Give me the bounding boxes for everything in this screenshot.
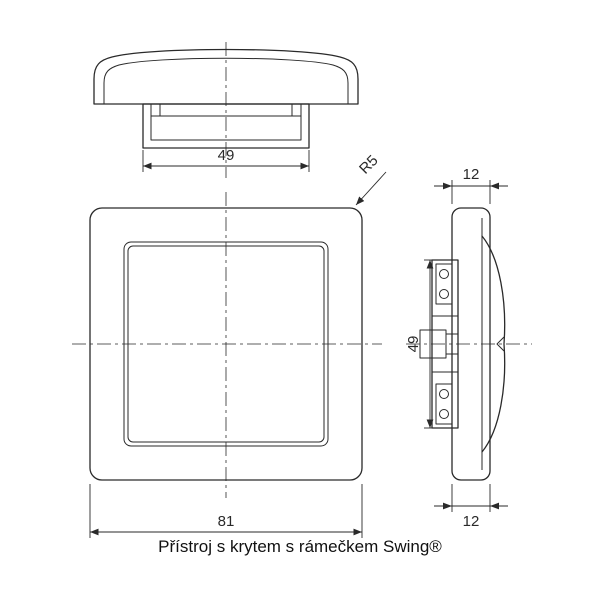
front-frame-opening	[123, 241, 329, 447]
dim-label-12-bottom: 12	[463, 513, 480, 530]
side-mount-box-inner	[445, 333, 459, 355]
terminal-claw	[439, 269, 449, 279]
top-view-mechanism-inner	[150, 104, 302, 141]
front-frame-outline	[89, 207, 363, 481]
radius-label: R5	[356, 152, 382, 178]
front-view-dim-81: 81	[89, 484, 363, 538]
dim-label-12-top: 12	[463, 166, 480, 183]
terminal-block-bottom	[435, 383, 453, 425]
dim-label-81: 81	[218, 513, 235, 530]
top-view-rocker-line	[103, 57, 349, 104]
side-rocker-split-line	[496, 336, 505, 352]
top-view-dim-49: 49	[142, 147, 310, 172]
top-view-frame-outline	[93, 48, 359, 105]
side-view-dim-12-top: 12	[434, 166, 508, 204]
terminal-claw	[439, 409, 449, 419]
top-view: 49	[93, 42, 359, 178]
radius-leader-line	[355, 171, 387, 206]
side-view-dim-49: 49	[405, 259, 438, 429]
dim-label-49-top: 49	[218, 147, 235, 164]
front-rocker-outline	[127, 245, 325, 443]
drawing-caption: Přístroj s krytem s rámečkem Swing®	[158, 537, 442, 556]
dim-arrow	[443, 502, 452, 510]
terminal-claw	[439, 389, 449, 399]
top-view-mechanism-outline	[142, 103, 310, 149]
radius-annotation: R5	[355, 152, 387, 206]
dim-label-49-side: 49	[405, 336, 422, 353]
terminal-claw	[439, 289, 449, 299]
dim-arrow	[490, 502, 499, 510]
side-rocker-profile	[481, 235, 506, 453]
dim-arrow	[443, 182, 452, 190]
side-view: 12 12 49	[405, 166, 532, 530]
side-view-dim-12-bottom: 12	[434, 484, 508, 530]
front-view: R5 81	[72, 152, 387, 538]
terminal-block-top	[435, 263, 453, 305]
side-frame-outline	[451, 207, 491, 481]
dim-arrow	[490, 182, 499, 190]
